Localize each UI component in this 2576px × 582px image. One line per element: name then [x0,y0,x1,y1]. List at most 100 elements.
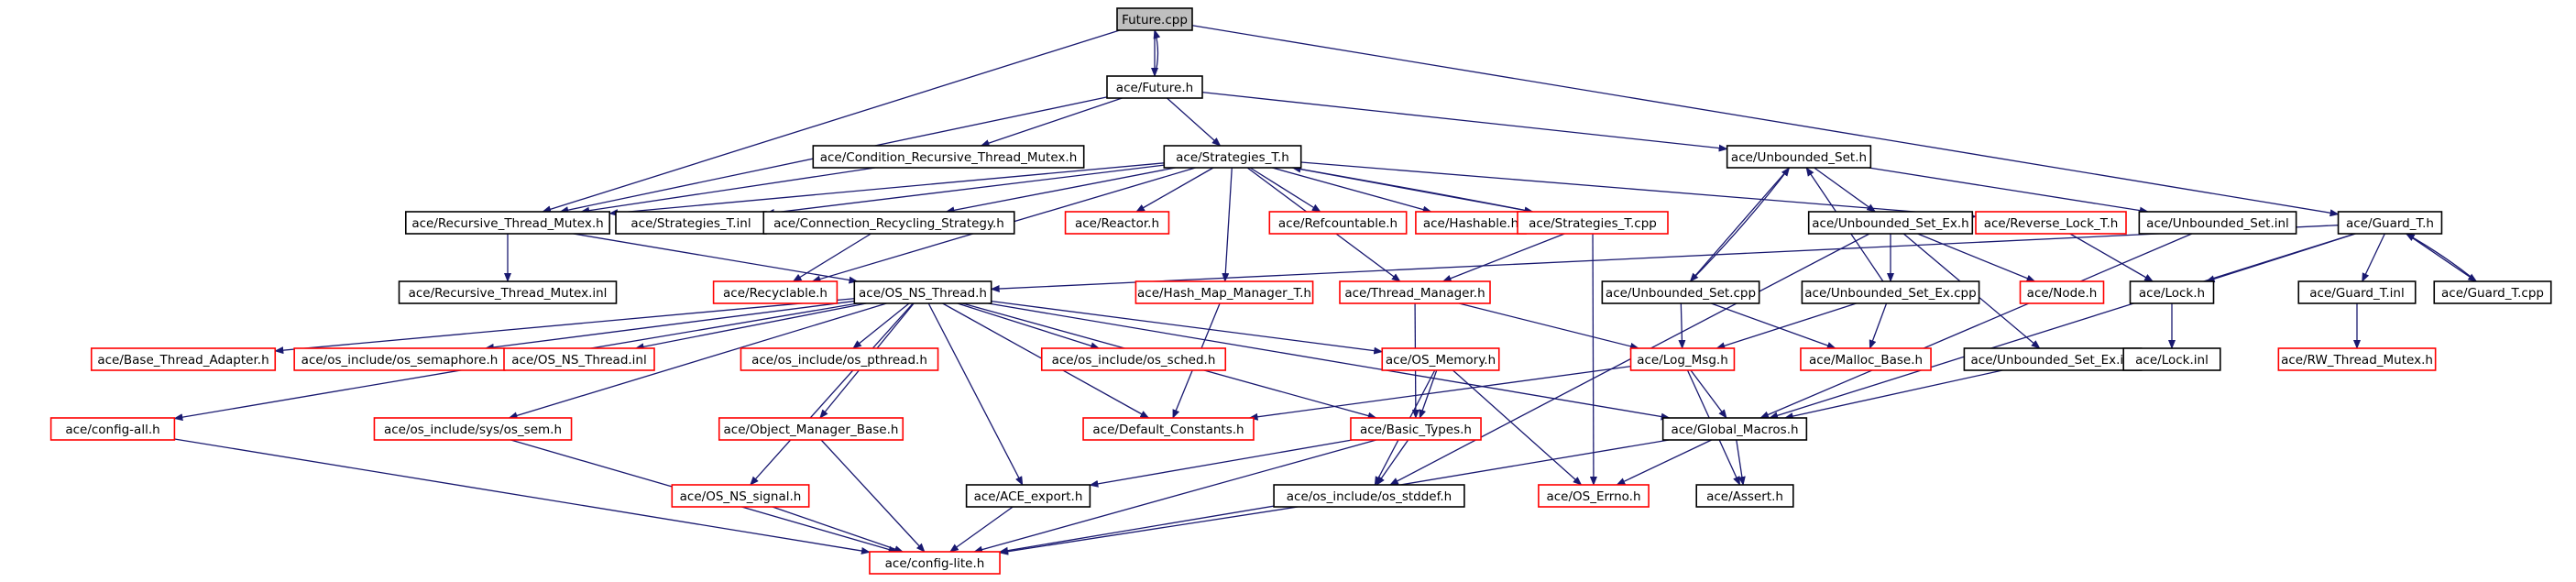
node-label: ace/Recyclable.h [723,286,828,301]
node-config-lite[interactable]: ace/config-lite.h [869,551,1001,575]
node-recyclable-h[interactable]: ace/Recyclable.h [712,280,839,304]
node-os-memory[interactable]: ace/OS_Memory.h [1381,347,1500,371]
edge-os_ns_signal-to-config_lite [772,506,904,553]
node-guard-t-inl[interactable]: ace/Guard_T.inl [2297,280,2417,304]
node-os-ns-thread-h[interactable]: ace/OS_NS_Thread.h [853,280,992,304]
node-strategies-t-inl[interactable]: ace/Strategies_T.inl [615,211,767,235]
node-label: ace/Reactor.h [1075,216,1159,231]
node-os-stddef[interactable]: ace/os_include/os_stddef.h [1273,484,1465,508]
node-label: ace/Future.h [1116,81,1193,95]
node-label: ace/Object_Manager_Base.h [724,423,899,437]
node-label: ace/Reverse_Lock_T.h [1984,216,2119,231]
node-box [2297,280,2417,304]
node-unbounded-set-ex-inl[interactable]: ace/Unbounded_Set_Ex.inl [1963,347,2143,371]
edge-os_ns_thread_h-to-os_ns_thread_inl [634,302,867,351]
node-box [1350,417,1482,441]
node-box [1975,211,2127,235]
node-label: ace/Recursive_Thread_Mutex.h [411,216,603,231]
node-future-cpp: Future.cpp [1116,7,1193,31]
node-box [671,484,810,508]
node-os-sched[interactable]: ace/os_include/os_sched.h [1040,347,1227,371]
node-box [373,417,573,441]
node-os-ns-signal[interactable]: ace/OS_NS_signal.h [671,484,810,508]
node-thread-mgr[interactable]: ace/Thread_Manager.h [1339,280,1491,304]
node-label: ace/Unbounded_Set.cpp [1606,286,1756,301]
node-guard-t-h[interactable]: ace/Guard_T.h [2337,211,2443,235]
edge-future_h-to-future_cpp [1153,29,1161,77]
node-box [503,347,655,371]
node-label: ace/Refcountable.h [1278,216,1398,231]
node-strategies-t-h[interactable]: ace/Strategies_T.h [1163,145,1302,169]
node-future-h[interactable]: ace/Future.h [1106,75,1203,99]
node-box [2138,211,2297,235]
node-conn-recycling[interactable]: ace/Connection_Recycling_Strategy.h [762,211,1015,235]
node-refcountable-h[interactable]: ace/Refcountable.h [1268,211,1408,235]
edge-unbounded_set_ex_inl-to-global_macros [1783,369,2003,420]
node-rec-mutex-h[interactable]: ace/Recursive_Thread_Mutex.h [404,211,610,235]
node-basic-types[interactable]: ace/Basic_Types.h [1350,417,1482,441]
node-global-macros[interactable]: ace/Global_Macros.h [1661,417,1808,441]
node-reactor-h[interactable]: ace/Reactor.h [1064,211,1170,235]
node-label: ace/Unbounded_Set.inl [2146,216,2289,231]
node-label: ace/Strategies_T.inl [630,216,751,231]
node-os-pthread[interactable]: ace/os_include/os_pthread.h [740,347,939,371]
node-box [2433,280,2552,304]
node-label: ace/Node.h [2027,286,2098,301]
node-label: ace/Lock.h [2139,286,2205,301]
node-label: ace/Hash_Map_Manager_T.h [1137,286,1311,301]
node-box [1661,417,1808,441]
node-box [1082,417,1255,441]
node-unbounded-set-cpp[interactable]: ace/Unbounded_Set.cpp [1601,280,1760,304]
edge-reverse_lock-to-lock_h [2069,233,2154,282]
node-cond-rec[interactable]: ace/Condition_Recursive_Thread_Mutex.h [812,145,1085,169]
node-unbounded-set-ex-h[interactable]: ace/Unbounded_Set_Ex.h [1807,211,1974,235]
node-label: ace/Malloc_Base.h [1809,353,1923,368]
node-base-thread-adapter[interactable]: ace/Base_Thread_Adapter.h [90,347,277,371]
node-node-h[interactable]: ace/Node.h [2019,280,2105,304]
node-hashable-h[interactable]: ace/Hashable.h [1415,211,1527,235]
node-label: ace/Log_Msg.h [1637,353,1728,368]
node-log-msg[interactable]: ace/Log_Msg.h [1629,347,1736,371]
node-reverse-lock[interactable]: ace/Reverse_Lock_T.h [1975,211,2127,235]
node-os-semaphore[interactable]: ace/os_include/os_semaphore.h [293,347,506,371]
edge-unbounded_set_cpp-to-malloc_base [1710,302,1836,349]
edge-strategies_t_h-to-conn_recycling [945,167,1176,214]
node-label: ace/config-lite.h [885,556,985,571]
node-box [740,347,939,371]
node-assert-h[interactable]: ace/Assert.h [1695,484,1794,508]
node-label: ace/Unbounded_Set_Ex.inl [1971,353,2135,368]
edge-future_h-to-unbounded_set_h [1201,91,1728,152]
edge-thread_mgr-to-log_msg [1458,302,1639,350]
node-unbounded-set-h[interactable]: ace/Unbounded_Set.h [1726,145,1872,169]
node-box [1800,347,1932,371]
node-os-errno[interactable]: ace/OS_Errno.h [1538,484,1650,508]
node-unbounded-set-inl[interactable]: ace/Unbounded_Set.inl [2138,211,2297,235]
node-hash-map-mgr[interactable]: ace/Hash_Map_Manager_T.h [1135,280,1314,304]
node-rw-thread-mutex[interactable]: ace/RW_Thread_Mutex.h [2277,347,2437,371]
node-lock-h[interactable]: ace/Lock.h [2129,280,2215,304]
node-rec-mutex-inl[interactable]: ace/Recursive_Thread_Mutex.inl [398,280,618,304]
node-malloc-base[interactable]: ace/Malloc_Base.h [1800,347,1932,371]
node-box [1135,280,1314,304]
edge-strategies_t_cpp-to-thread_mgr [1441,233,1565,282]
node-label: ace/Unbounded_Set_Ex.cpp [1804,286,1976,301]
node-strategies-t-cpp[interactable]: ace/Strategies_T.cpp [1517,211,1669,235]
node-default-constants[interactable]: ace/Default_Constants.h [1082,417,1255,441]
node-config-all[interactable]: ace/config-all.h [49,417,176,441]
node-lock-inl[interactable]: ace/Lock.inl [2122,347,2221,371]
edges-layer [173,25,2478,555]
node-box [1629,347,1736,371]
edge-guard_t_h-to-guard_t_inl [2362,233,2385,282]
node-guard-t-cpp[interactable]: ace/Guard_T.cpp [2433,280,2552,304]
node-object-mgr-base[interactable]: ace/Object_Manager_Base.h [718,417,904,441]
node-ace-export[interactable]: ace/ACE_export.h [965,484,1091,508]
node-unbounded-set-ex-cpp[interactable]: ace/Unbounded_Set_Ex.cpp [1801,280,1980,304]
edge-guard_t_cpp-to-guard_t_h [2405,233,2477,282]
edge-strategies_t_cpp-to-os_errno [1589,233,1597,486]
node-label: ace/Guard_T.h [2346,216,2434,231]
node-os-ns-thread-inl[interactable]: ace/OS_NS_Thread.inl [503,347,655,371]
edge-conn_recycling-to-recyclable_h [792,233,871,282]
node-os-sem[interactable]: ace/os_include/sys/os_sem.h [373,417,573,441]
edge-strategies_t_h-to-refcountable_h [1249,167,1321,213]
edge-unbounded_set_h-to-unbounded_set_ex_h [1814,167,1877,213]
